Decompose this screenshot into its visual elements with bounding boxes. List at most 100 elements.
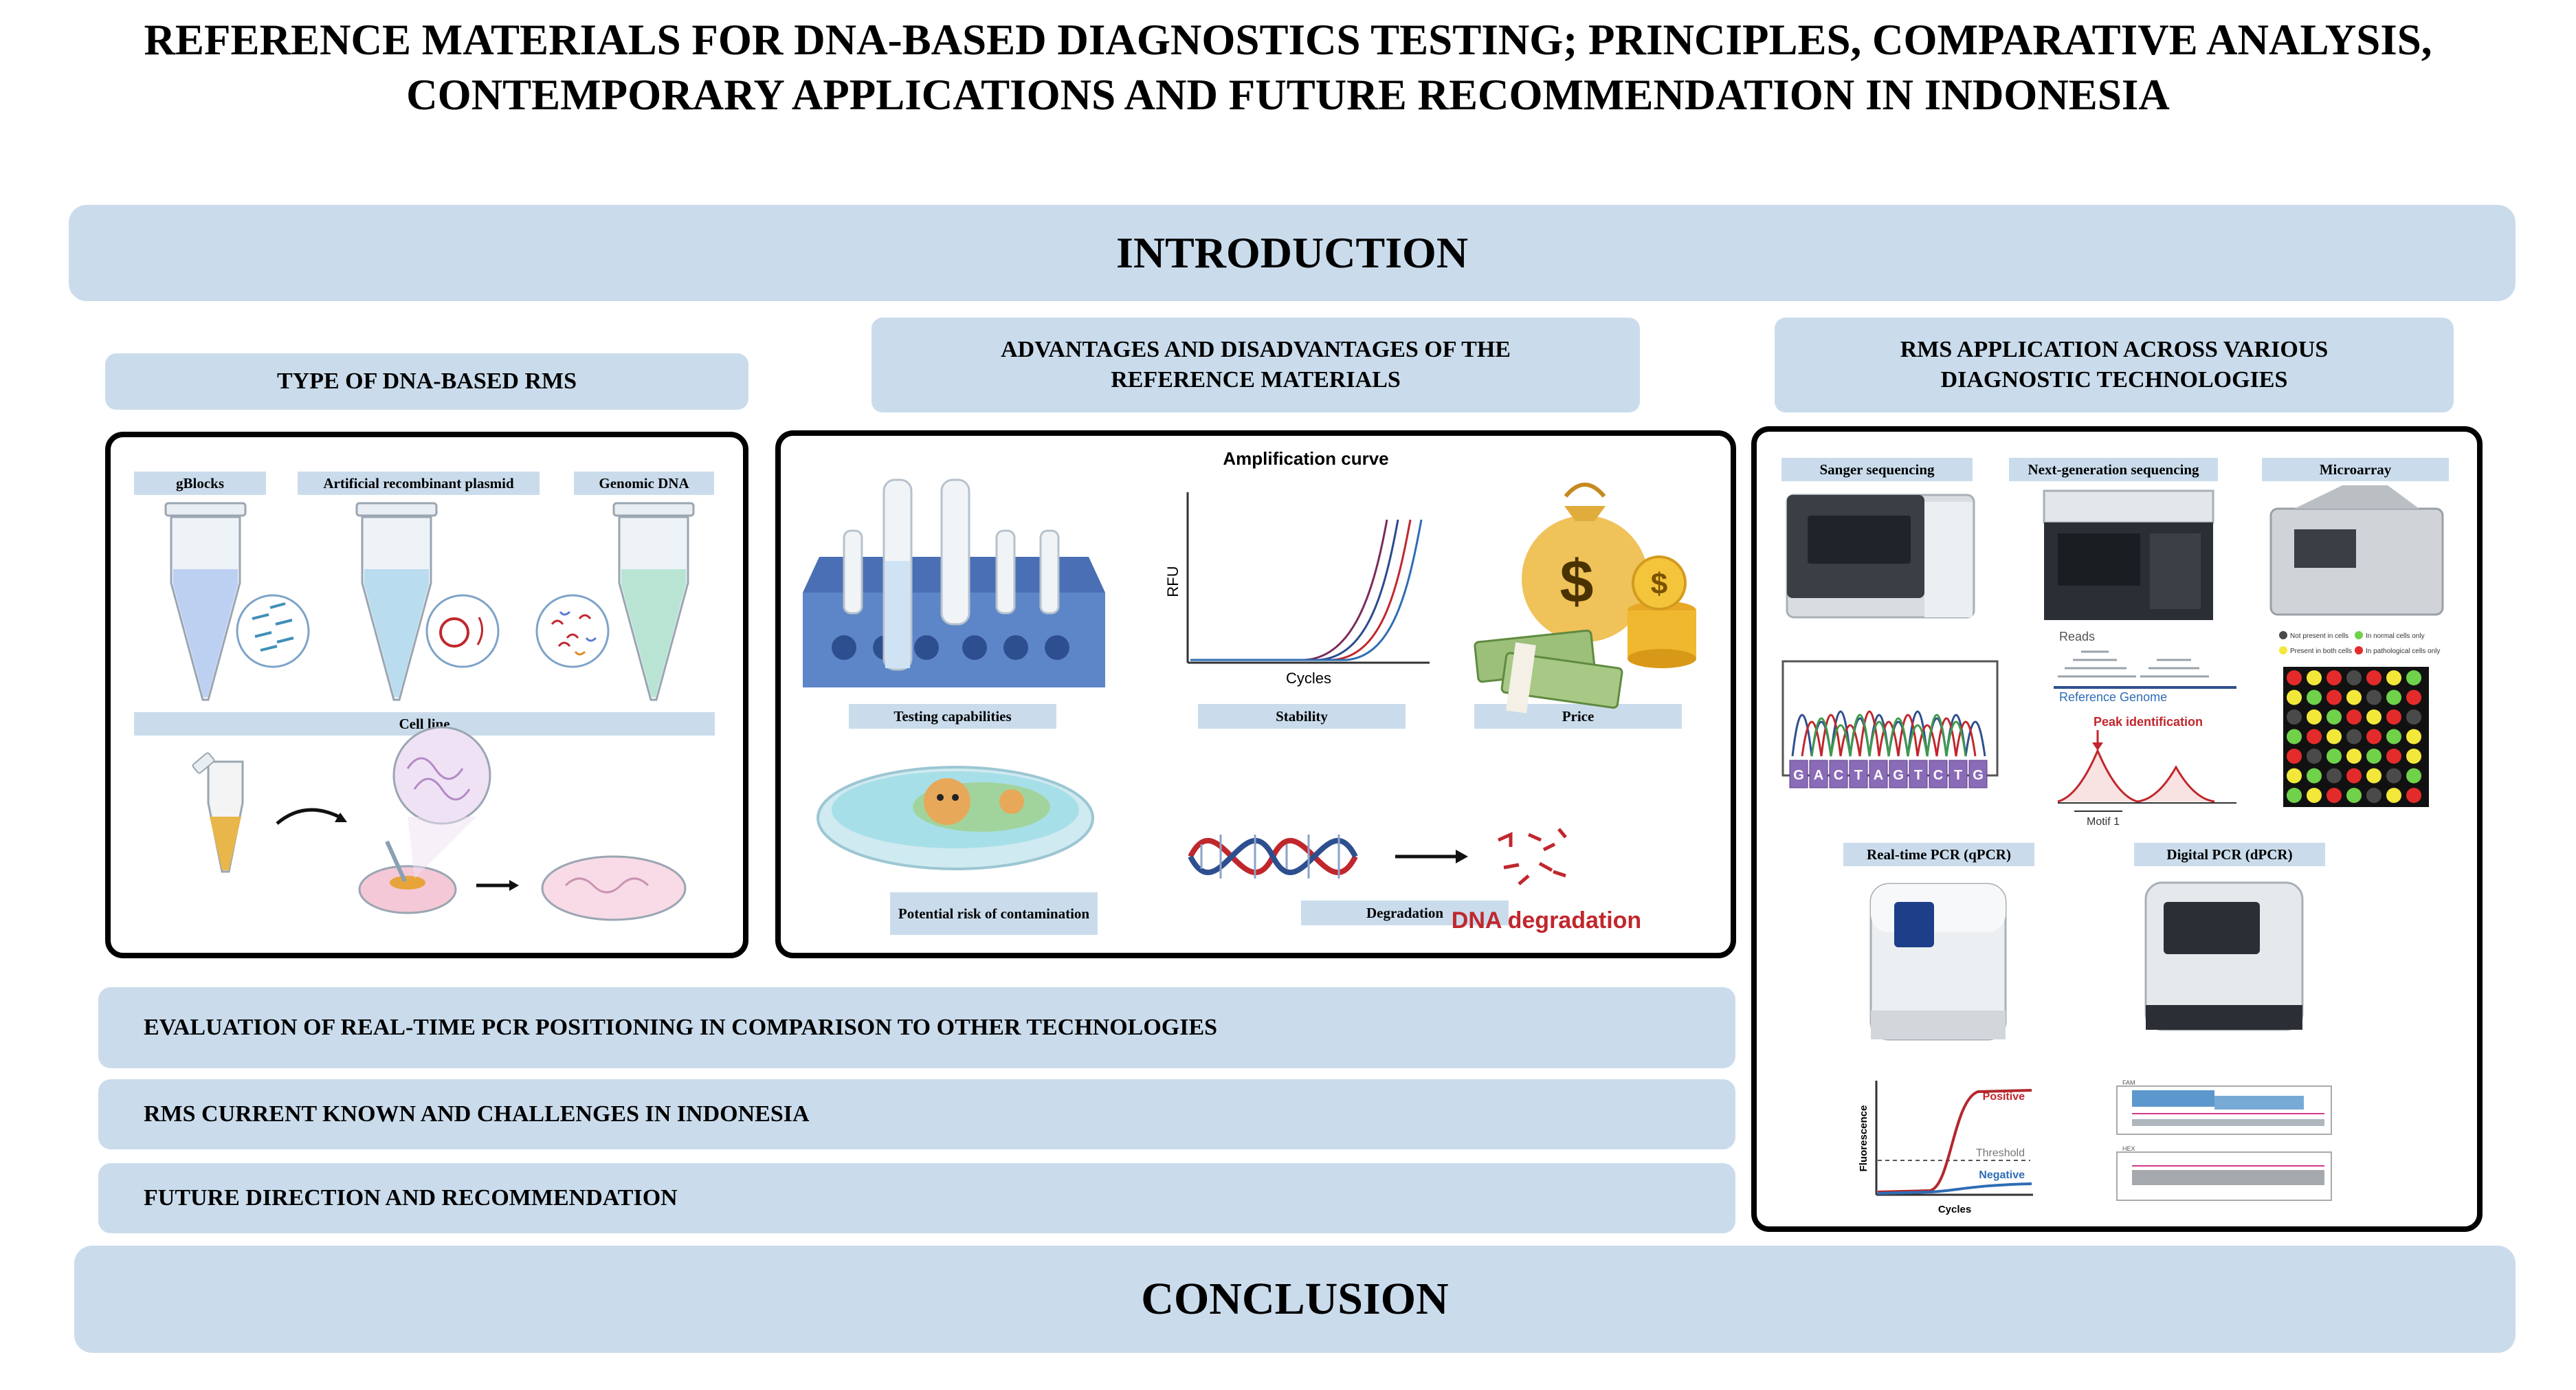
microarray-spot (2366, 690, 2381, 705)
label-gblocks: gBlocks (134, 472, 266, 495)
microarray-spot (2307, 749, 2322, 764)
microarray-spot (2327, 729, 2342, 744)
page-title: REFERENCE MATERIALS FOR DNA-BASED DIAGNO… (0, 12, 2576, 122)
sanger-base-letter: G (1893, 768, 1904, 783)
amplification-curve-title: Amplification curve (1223, 448, 1388, 469)
microarray-spot (2346, 788, 2362, 803)
dpcr-channel-2-label: HEX (2122, 1145, 2135, 1152)
microarray-spot (2307, 690, 2322, 705)
amplification-curve-x-label: Cycles (1286, 670, 1331, 687)
plasmid-tube-icon (355, 502, 500, 701)
microarray-spot (2366, 729, 2381, 744)
ngs-reads-diagram: Reads Reference Genome Peak identificati… (2054, 630, 2236, 828)
microarray-spot (2287, 749, 2302, 764)
label-ngs: Next-generation sequencing (2009, 458, 2218, 481)
microarray-spot (2366, 788, 2381, 803)
future-direction-row-text: FUTURE DIRECTION AND RECOMMENDATION (144, 1185, 678, 1211)
qpcr-chart: Positive Threshold Negative Fluorescence… (1858, 1081, 2033, 1215)
ngs-reads-label: Reads (2059, 630, 2095, 643)
ngs-motif-label: Motif 1 (2087, 816, 2120, 828)
sanger-base-letter: G (1973, 768, 1984, 783)
microarray-spot (2307, 768, 2322, 784)
dpcr-plots: FAM HEX (2116, 1079, 2332, 1201)
conclusion-label: CONCLUSION (1141, 1274, 1449, 1324)
legend-pathological-only: In pathological cells only (2366, 648, 2440, 655)
microarray-spot (2346, 749, 2362, 764)
microarray-spot (2386, 788, 2401, 803)
dna-degradation-text: DNA degradation (1452, 907, 1641, 934)
evaluation-row: EVALUATION OF REAL-TIME PCR POSITIONING … (98, 987, 1735, 1068)
microarray-spot (2287, 729, 2302, 744)
microarray-spot (2327, 690, 2342, 705)
sanger-base-box (1948, 760, 1968, 788)
microarray-spot (2386, 729, 2401, 744)
label-plasmid: Artificial recombinant plasmid (298, 472, 540, 495)
microarray-spot (2327, 768, 2342, 784)
sanger-base-box (1909, 760, 1928, 788)
qpcr-threshold-label: Threshold (1976, 1147, 2025, 1159)
sanger-base-letter: T (1854, 768, 1863, 783)
label-microarray: Microarray (2262, 458, 2449, 481)
microarray-spot (2366, 670, 2381, 685)
sanger-base-letter: T (1954, 768, 1962, 783)
current-challenges-row-text: RMS CURRENT KNOWN AND CHALLENGES IN INDO… (144, 1101, 810, 1127)
microarray-spot (2346, 709, 2362, 725)
sanger-base-letter: G (1793, 768, 1804, 783)
sanger-base-letter: A (1814, 768, 1823, 783)
sanger-base-box (1889, 760, 1908, 788)
label-dpcr: Digital PCR (dPCR) (2134, 843, 2325, 866)
microarray-spot (2346, 670, 2362, 685)
microarray-spot (2386, 749, 2401, 764)
microarray-grid (2283, 667, 2429, 807)
microarray-spot (2287, 690, 2302, 705)
label-qpcr: Real-time PCR (qPCR) (1843, 843, 2034, 866)
sanger-base-box (1968, 760, 1988, 788)
label-testing-capabilities: Testing capabilities (849, 704, 1056, 729)
application-header: RMS APPLICATION ACROSS VARIOUS DIAGNOSTI… (1775, 318, 2454, 412)
advantages-header: ADVANTAGES AND DISADVANTAGES OF THE REFE… (871, 318, 1640, 412)
microarray-spot (2327, 749, 2342, 764)
microarray-spot (2307, 709, 2322, 725)
introduction-label: INTRODUCTION (1115, 228, 1469, 277)
sanger-base-box (1929, 760, 1948, 788)
microarray-spot (2307, 729, 2322, 744)
sanger-base-letter: C (1933, 768, 1943, 783)
future-direction-row: FUTURE DIRECTION AND RECOMMENDATION (98, 1163, 1735, 1233)
microarray-spot (2386, 768, 2401, 784)
sanger-base-letter: C (1834, 768, 1843, 783)
label-genomic-dna: Genomic DNA (574, 472, 714, 495)
qpcr-instrument-icon (1869, 883, 2007, 1041)
sanger-base-box (1809, 760, 1828, 788)
microarray-spot (2406, 749, 2421, 764)
cell-line-workflow-icon (192, 726, 687, 921)
microarray-spot (2366, 709, 2381, 725)
microarray-spot (2346, 768, 2362, 784)
sanger-sequencer-icon (1786, 494, 1975, 619)
microarray-spot (2406, 729, 2421, 744)
amplification-curve-chart: Amplification curve RFU Cycles (1164, 448, 1430, 687)
microarray-spot (2406, 670, 2421, 685)
introduction-band: INTRODUCTION (69, 205, 2516, 301)
advantages-header-line-1: ADVANTAGES AND DISADVANTAGES OF THE (1001, 337, 1511, 362)
microarray-spot (2386, 670, 2401, 685)
label-degradation: Degradation (1301, 901, 1509, 925)
qpcr-negative-label: Negative (1979, 1169, 2025, 1181)
legend-both: Present in both cells (2290, 648, 2352, 655)
label-stability: Stability (1198, 704, 1406, 729)
legend-normal-only: In normal cells only (2366, 632, 2425, 640)
application-header-line-2: DIAGNOSTIC TECHNOLOGIES (1940, 367, 2288, 393)
microarray-spot (2327, 670, 2342, 685)
microarray-spot (2386, 709, 2401, 725)
dpcr-channel-1-label: FAM (2122, 1079, 2135, 1086)
sanger-base-box (1829, 760, 1848, 788)
microarray-spot (2346, 729, 2362, 744)
sanger-base-letter: T (1914, 768, 1922, 783)
evaluation-row-text: EVALUATION OF REAL-TIME PCR POSITIONING … (144, 1015, 1218, 1040)
money-bag-icon: $ $ (1474, 483, 1696, 714)
microarray-spot (2406, 788, 2421, 803)
amplification-curve-y-label: RFU (1164, 566, 1181, 597)
microarray-spot (2366, 749, 2381, 764)
microarray-legend: Not present in cells In normal cells onl… (2279, 631, 2440, 655)
microarray-spot (2406, 690, 2421, 705)
microarray-spot (2386, 690, 2401, 705)
